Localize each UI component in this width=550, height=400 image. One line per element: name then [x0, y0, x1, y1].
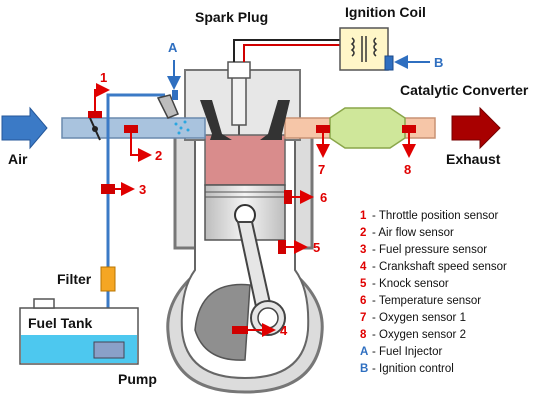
sensor-2-air-flow	[124, 125, 138, 133]
spark-plug-body	[231, 74, 247, 126]
label-filter: Filter	[57, 271, 92, 287]
sensor-5-knock	[278, 240, 286, 254]
legend-key: B	[360, 363, 368, 375]
legend-key: 3	[360, 244, 366, 256]
sensor-4-crankshaft-speed	[232, 326, 248, 334]
marker-b: B	[434, 55, 443, 70]
label-catalytic-converter: Catalytic Converter	[400, 82, 529, 98]
fuel-tank-cap	[33, 298, 55, 309]
legend-text: - Throttle position sensor	[372, 210, 499, 222]
marker-6: 6	[320, 190, 327, 205]
legend-key: 4	[360, 261, 367, 273]
legend-text: - Oxygen sensor 1	[372, 312, 466, 324]
legend-key: 2	[360, 227, 366, 239]
marker-2: 2	[155, 148, 162, 163]
legend-text: - Fuel Injector	[372, 346, 442, 358]
sensor-3-fuel-pressure	[101, 184, 115, 194]
marker-a: A	[168, 40, 178, 55]
legend-key: 5	[360, 278, 367, 290]
crank-counterweight	[194, 283, 251, 361]
intake-valve	[200, 100, 232, 140]
marker-8: 8	[404, 162, 411, 177]
fuel-injector-sensor	[172, 90, 178, 100]
marker-5: 5	[313, 240, 320, 255]
label-air: Air	[8, 151, 28, 167]
sensor-7-oxygen-1	[316, 125, 330, 133]
legend-key: 6	[360, 295, 366, 307]
label-pump: Pump	[118, 371, 157, 387]
ignition-wire	[233, 39, 340, 62]
legend-text: - Oxygen sensor 2	[372, 329, 466, 341]
sensor-6-temperature	[284, 190, 292, 204]
legend-text: - Temperature sensor	[372, 295, 481, 307]
marker-1: 1	[100, 70, 107, 85]
sensor-8-oxygen-2	[402, 125, 416, 133]
fuel-pump	[93, 341, 125, 359]
marker-3: 3	[139, 182, 146, 197]
legend-text: - Crankshaft speed sensor	[372, 261, 507, 273]
legend: 1 - Throttle position sensor 2 - Air flo…	[360, 210, 507, 375]
spark-plug-cap	[227, 61, 251, 79]
legend-text: - Knock sensor	[372, 278, 449, 290]
label-exhaust: Exhaust	[446, 151, 501, 167]
legend-text: - Air flow sensor	[372, 227, 454, 239]
air-arrow	[1, 106, 48, 150]
legend-key: 1	[360, 210, 367, 222]
legend-text: - Fuel pressure sensor	[372, 244, 487, 256]
label-fuel-tank: Fuel Tank	[28, 315, 93, 331]
catalytic-converter	[329, 107, 406, 149]
marker-7: 7	[318, 162, 325, 177]
legend-key: 7	[360, 312, 366, 324]
label-spark-plug: Spark Plug	[195, 9, 268, 25]
marker-4: 4	[280, 323, 288, 338]
fuel-injector	[156, 94, 179, 119]
sensor-1-throttle-position	[88, 111, 102, 118]
legend-text: - Ignition control	[372, 363, 454, 375]
legend-key: 8	[360, 329, 367, 341]
ignition-coil	[339, 27, 389, 71]
fuel-filter	[100, 266, 116, 292]
combustion-chamber	[204, 134, 286, 186]
legend-key: A	[360, 346, 368, 358]
ignition-control-sensor	[384, 55, 394, 71]
label-ignition-coil: Ignition Coil	[345, 4, 426, 20]
exhaust-arrow	[451, 106, 501, 150]
exhaust-valve	[260, 100, 290, 140]
